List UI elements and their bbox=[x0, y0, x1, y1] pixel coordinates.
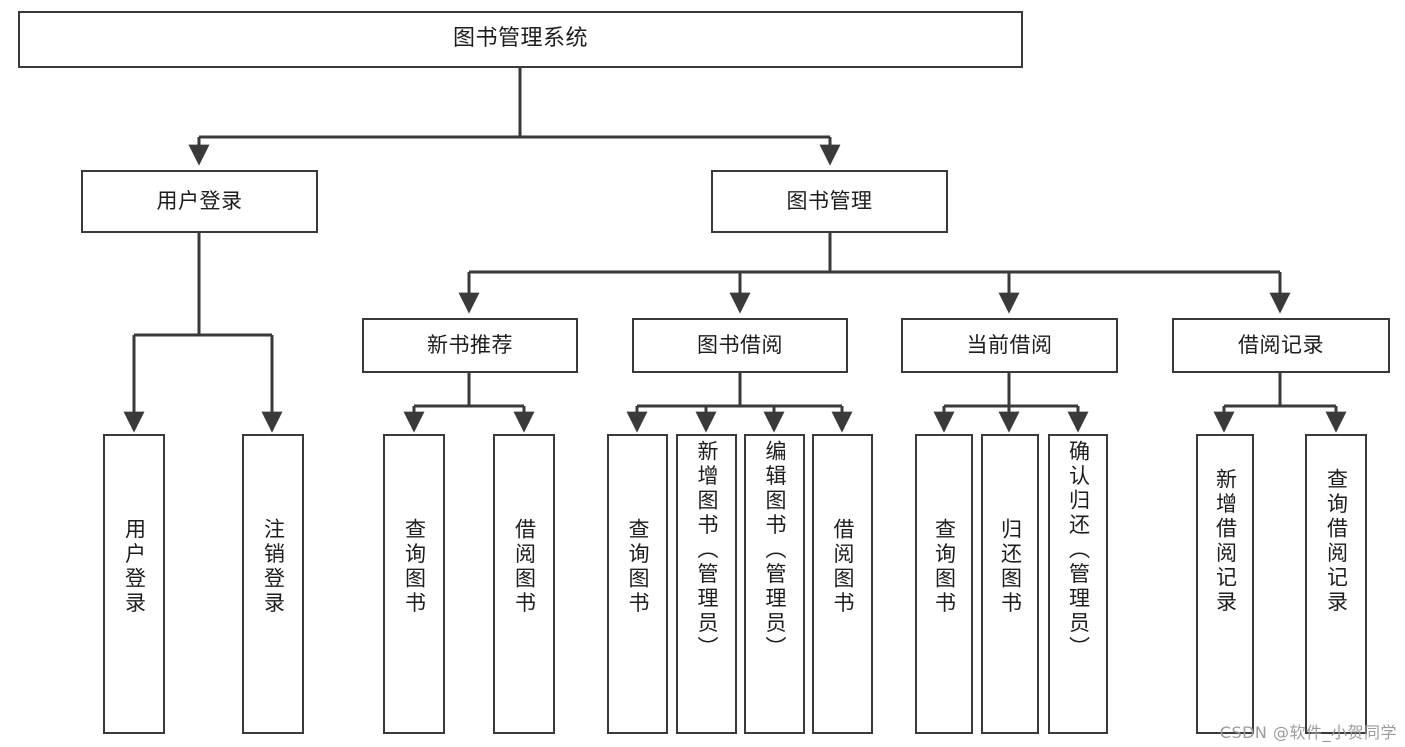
leaf-borrow-book-2[interactable]: 借阅图书 bbox=[812, 434, 873, 734]
node-borrow-record[interactable]: 借阅记录 bbox=[1172, 318, 1390, 373]
node-book-borrow[interactable]: 图书借阅 bbox=[632, 318, 848, 373]
leaf-borrow-book-1-label: 借阅图书 bbox=[512, 518, 537, 616]
leaf-query-book-3-label: 查询图书 bbox=[932, 518, 957, 616]
leaf-user-login-label: 用户登录 bbox=[122, 518, 147, 616]
leaf-logout-label: 注销登录 bbox=[261, 518, 286, 616]
node-new-book-recommend[interactable]: 新书推荐 bbox=[362, 318, 578, 373]
node-current-borrow-label: 当前借阅 bbox=[966, 332, 1053, 357]
leaf-query-book-2-label: 查询图书 bbox=[626, 518, 650, 616]
leaf-edit-book[interactable]: 编辑图书（管理员） bbox=[744, 434, 805, 734]
leaf-add-borrow-record-label: 新增借阅记录 bbox=[1213, 468, 1238, 615]
leaf-borrow-book-1[interactable]: 借阅图书 bbox=[493, 434, 555, 734]
leaf-user-login[interactable]: 用户登录 bbox=[103, 434, 165, 734]
leaf-add-borrow-record[interactable]: 新增借阅记录 bbox=[1196, 434, 1254, 734]
node-root[interactable]: 图书管理系统 bbox=[18, 11, 1023, 68]
node-user-login[interactable]: 用户登录 bbox=[81, 170, 318, 233]
node-book-borrow-label: 图书借阅 bbox=[697, 332, 783, 357]
node-book-management-label: 图书管理 bbox=[786, 188, 873, 213]
watermark: CSDN @软件_小贺同学 bbox=[1219, 723, 1397, 742]
node-root-label: 图书管理系统 bbox=[452, 26, 588, 52]
node-borrow-record-label: 借阅记录 bbox=[1238, 332, 1324, 357]
leaf-query-book-1[interactable]: 查询图书 bbox=[383, 434, 445, 734]
node-book-management[interactable]: 图书管理 bbox=[711, 170, 948, 233]
leaf-return-book-label: 归还图书 bbox=[998, 518, 1023, 616]
node-current-borrow[interactable]: 当前借阅 bbox=[901, 318, 1118, 373]
leaf-query-borrow-record-label: 查询借阅记录 bbox=[1324, 468, 1349, 615]
leaf-confirm-return[interactable]: 确认归还（管理员） bbox=[1048, 434, 1108, 734]
leaf-add-book[interactable]: 新增图书（管理员） bbox=[676, 434, 737, 734]
leaf-add-book-label: 新增图书（管理员） bbox=[695, 440, 719, 661]
leaf-query-borrow-record[interactable]: 查询借阅记录 bbox=[1305, 434, 1367, 734]
leaf-logout[interactable]: 注销登录 bbox=[242, 434, 304, 734]
leaf-return-book[interactable]: 归还图书 bbox=[981, 434, 1039, 734]
leaf-borrow-book-2-label: 借阅图书 bbox=[831, 518, 855, 616]
leaf-confirm-return-label: 确认归还（管理员） bbox=[1066, 440, 1091, 661]
leaf-edit-book-label: 编辑图书（管理员） bbox=[763, 440, 787, 661]
leaf-query-book-1-label: 查询图书 bbox=[402, 518, 427, 616]
leaf-query-book-3[interactable]: 查询图书 bbox=[915, 434, 973, 734]
leaf-query-book-2[interactable]: 查询图书 bbox=[607, 434, 668, 734]
node-user-login-label: 用户登录 bbox=[156, 188, 243, 213]
node-new-book-recommend-label: 新书推荐 bbox=[427, 332, 513, 357]
